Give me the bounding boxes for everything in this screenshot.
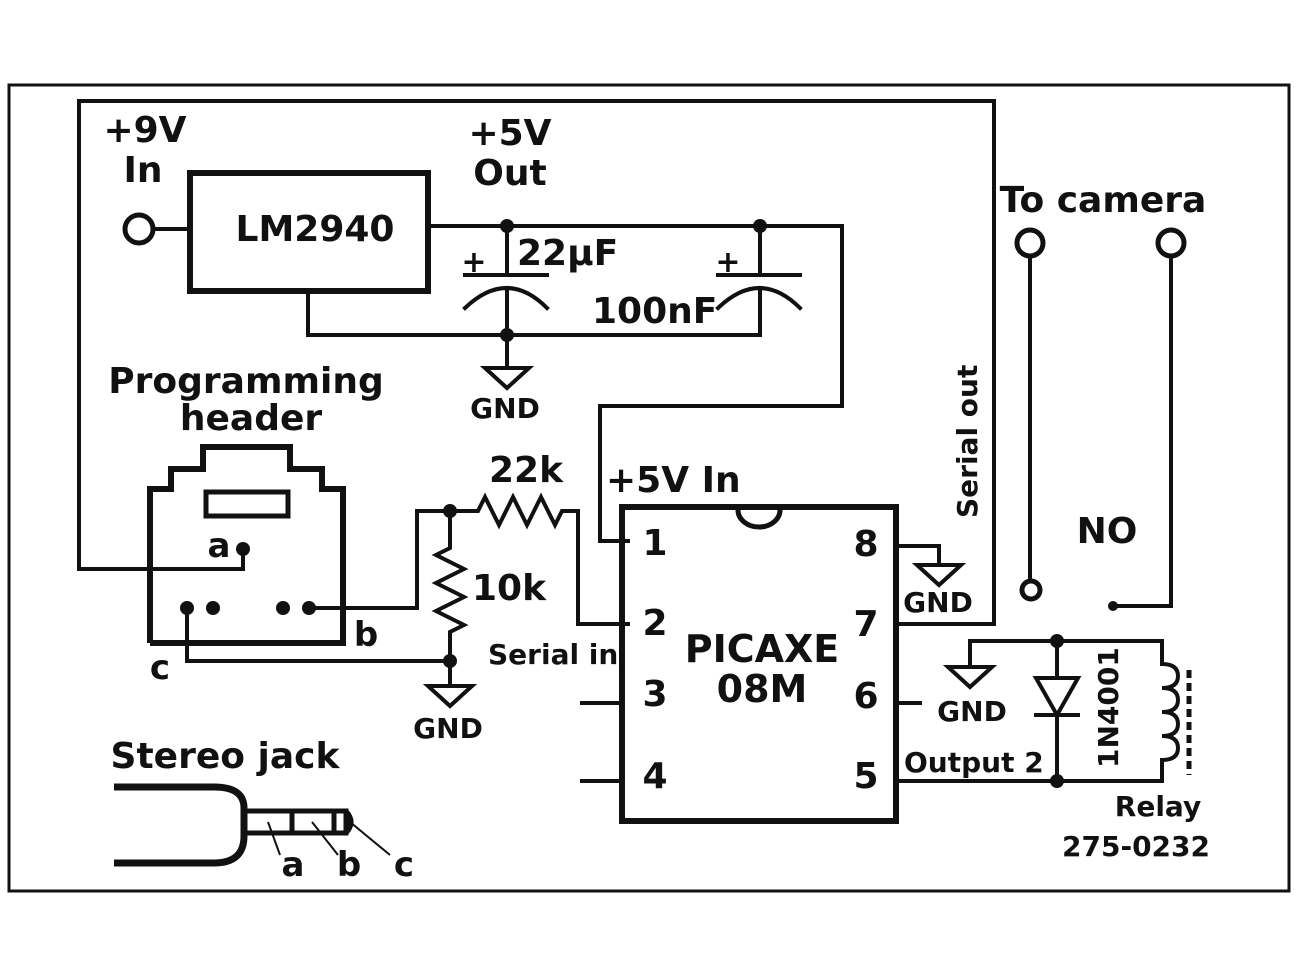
camera-terminal-right: [1155, 227, 1187, 259]
to-camera-label: To camera: [1000, 180, 1207, 221]
switch-contact-left: [1019, 578, 1043, 602]
chip-pin7-label: 7: [853, 604, 878, 645]
programming-header-tab: [203, 489, 291, 519]
relay-label-1: Relay: [1115, 790, 1201, 823]
header-pin-b1: [276, 601, 290, 615]
output-5v-label: +5V: [468, 113, 551, 154]
wire-serial-out: [77, 99, 996, 626]
regulator-label: LM2940: [236, 209, 395, 250]
programming-header-label-1: Programming: [108, 361, 383, 402]
wire-pin8-ground: [894, 544, 941, 567]
gnd-symbol-relay: [942, 665, 998, 690]
output2-label: Output 2: [904, 746, 1044, 779]
chip-pin1-label: 1: [642, 523, 667, 564]
chip-pin3-label: 3: [642, 674, 667, 715]
chip-pin8-label: 8: [853, 524, 878, 565]
serial-in-label: Serial in: [488, 638, 618, 671]
stereo-jack-body: [114, 783, 248, 867]
junction-ground-res: [443, 654, 457, 668]
programming-header-body: [147, 444, 346, 646]
chip-pin2-label: 2: [642, 603, 667, 644]
camera-terminal-left: [1014, 227, 1046, 259]
chip-pin4-label: 4: [642, 756, 667, 797]
gnd-symbol-pin8: [911, 563, 967, 588]
diagram-frame: [7, 83, 1291, 893]
jack-pointer-c: [349, 821, 391, 856]
header-pin-a-label: a: [208, 526, 231, 566]
gnd-symbol-resistor: [422, 684, 478, 709]
chip-notch: [735, 509, 783, 530]
resistor-10k: [431, 509, 469, 688]
resistor-22k-label: 22k: [489, 450, 564, 491]
input-in-label: In: [123, 150, 162, 191]
plus5v-in-label: +5V In: [606, 460, 741, 501]
gnd-symbol-regulator: [479, 366, 535, 391]
no-label: NO: [1077, 511, 1138, 552]
resistor-22k: [448, 492, 630, 626]
gnd-relay-label: GND: [937, 695, 1007, 728]
wire-header-b: [307, 509, 452, 610]
output-out-label: Out: [473, 153, 546, 194]
cap-22uf-label: 22µF: [517, 233, 618, 274]
stereo-jack-plug: [241, 808, 349, 836]
junction-cap1-bottom: [500, 328, 514, 342]
relay-coil: [1159, 661, 1181, 763]
chip-pin6-label: 6: [853, 676, 878, 717]
jack-label-b: b: [337, 845, 361, 885]
chip-label-2: 08M: [717, 667, 808, 711]
diode-symbol: [1032, 676, 1082, 720]
picaxe-chip: [619, 504, 899, 824]
wire-header-c: [185, 606, 452, 663]
input-9v-label: +9V: [103, 110, 186, 151]
gnd-resistor-label: GND: [413, 712, 483, 745]
wire-relay-top: [968, 639, 1164, 669]
cap1-plus-sign: +: [461, 245, 486, 280]
chip-pin5-label: 5: [853, 756, 878, 797]
chip-label-1: PICAXE: [685, 627, 840, 671]
input-9v-terminal: [122, 212, 156, 246]
switch-contact-right: [1108, 601, 1118, 611]
jack-pointer-b: [311, 821, 339, 856]
camera-wire-right: [1115, 254, 1173, 608]
diode-label: 1N4001: [1092, 647, 1125, 768]
gnd-pin8-label: GND: [903, 586, 973, 619]
gnd-regulator-label: GND: [470, 392, 540, 425]
cap-100nf-label: 100nF: [592, 291, 717, 332]
header-pin-a: [236, 542, 250, 556]
relay-label-2: 275-0232: [1062, 830, 1210, 863]
jack-pointer-a: [267, 821, 281, 856]
header-pin-b-label: b: [354, 615, 378, 655]
header-pin-c-label: c: [150, 648, 170, 688]
header-pin-c2: [206, 601, 220, 615]
resistor-10k-label: 10k: [472, 568, 547, 609]
programming-header-label-2: header: [180, 398, 323, 439]
wire-regulator-ground: [306, 289, 762, 337]
jack-label-a: a: [282, 845, 305, 885]
serial-out-label: Serial out: [951, 365, 984, 518]
cap2-plus-sign: +: [715, 245, 740, 280]
jack-label-c: c: [394, 845, 414, 885]
wire-5v-out-rail: [426, 224, 844, 543]
stereo-jack-label: Stereo jack: [111, 736, 341, 777]
